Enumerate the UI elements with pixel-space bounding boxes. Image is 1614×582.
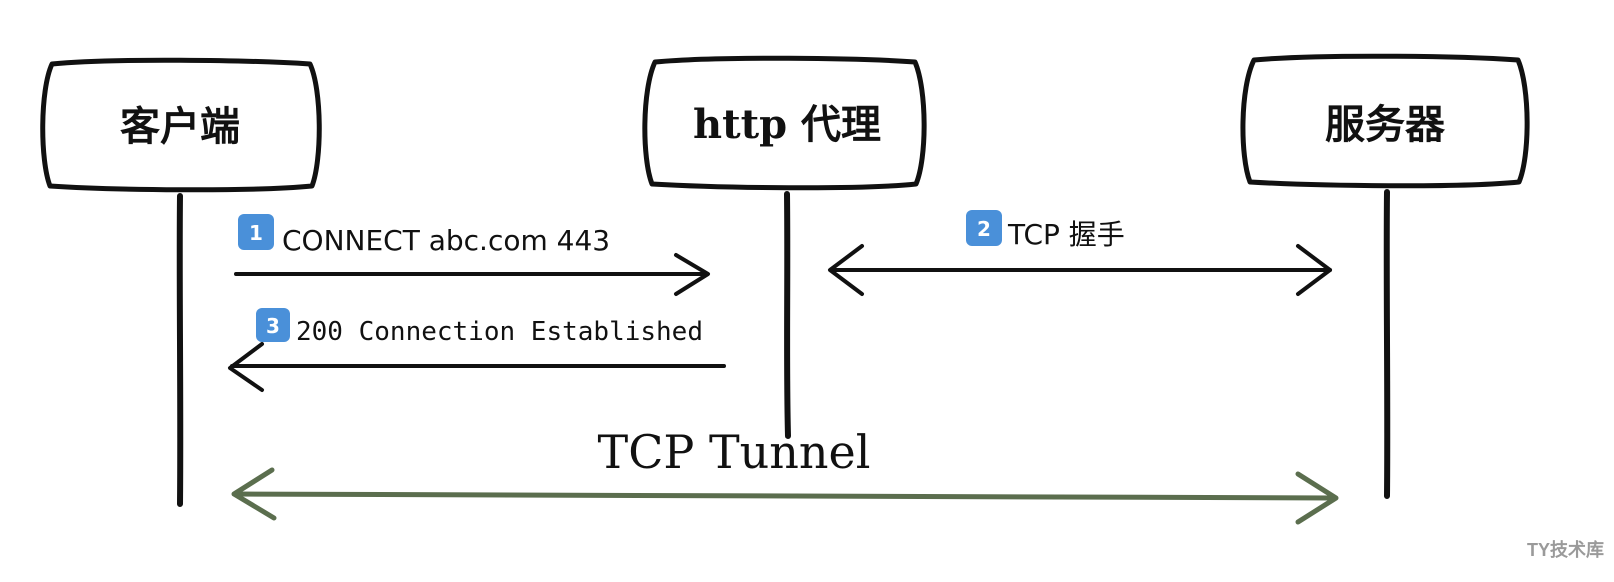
lifeline-server [1383,189,1391,499]
actor-client-label: 客户端 [120,103,240,150]
tunnel-arrowhead-left [231,467,277,521]
step-3-badge-number: 3 [266,314,280,338]
message-2-arrowhead-right [1296,244,1332,296]
message-3: 3 200 Connection Established [228,308,726,392]
message-1: 1 CONNECT abc.com 443 [234,214,710,296]
tunnel-arrowhead-right [1295,471,1339,525]
message-1-arrowhead [674,253,710,296]
message-1-label: CONNECT abc.com 443 [282,224,610,257]
message-2: 2 TCP 握手 [828,210,1332,296]
step-2-badge-number: 2 [977,217,991,241]
step-3-badge [256,308,290,342]
lifeline-proxy [784,191,791,439]
actor-proxy-label: http 代理 [693,101,881,148]
actor-server-label: 服务器 [1325,101,1446,148]
watermark-text: TY技术库 [1527,539,1604,560]
message-3-label: 200 Connection Established [296,317,703,347]
message-3-arrowhead [228,342,264,392]
step-1-badge [238,214,274,250]
actor-client-box [40,57,322,193]
actor-server: 服务器 [1240,53,1530,189]
tunnel-label: TCP Tunnel [598,425,871,479]
message-2-arrowhead-left [828,244,864,296]
message-2-label: TCP 握手 [1007,218,1125,251]
actor-proxy-box [642,55,927,191]
step-1-badge-number: 1 [249,221,263,245]
tcp-tunnel: TCP Tunnel [231,425,1339,525]
actor-server-box [1240,53,1530,189]
actor-client: 客户端 [40,57,322,193]
actor-proxy: http 代理 [642,55,927,191]
lifeline-client [176,193,184,507]
tunnel-arrow-line [233,491,1337,501]
step-2-badge [966,210,1002,246]
